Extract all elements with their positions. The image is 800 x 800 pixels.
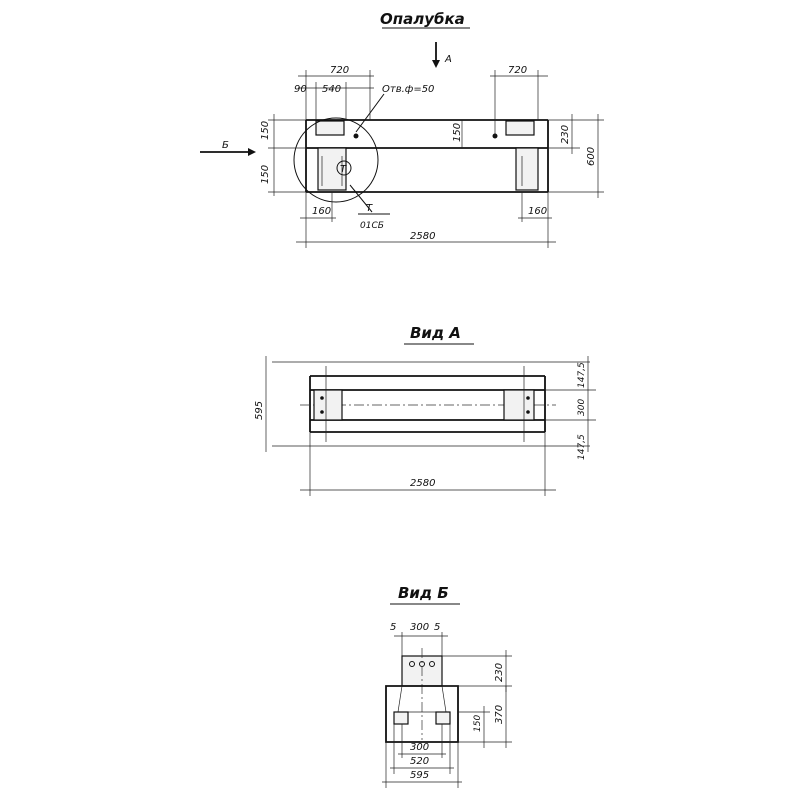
view-a-dim-middle: 300	[577, 399, 587, 416]
dim-bottom-right-160: 160	[528, 206, 547, 217]
view-b-dim-top-right-5: 5	[434, 622, 440, 633]
view-a-hole-icon-4	[526, 410, 530, 414]
view-a-right-block	[503, 389, 535, 421]
view-b-dim-bottom-595: 595	[410, 770, 429, 781]
view-a-left-block	[313, 389, 343, 421]
view-b-hole-icon-3	[429, 661, 435, 667]
dim-top-left-total: 720	[330, 65, 349, 76]
hole-label: Отв.ф=50	[382, 84, 434, 95]
left-hole-icon	[353, 133, 359, 139]
formwork-title: Опалубка	[380, 10, 465, 28]
view-a-title: Вид А	[410, 324, 461, 342]
dim-left-upper: 150	[260, 121, 271, 140]
view-b-inner-profile	[397, 685, 447, 713]
view-b-dim-right-370: 370	[494, 705, 505, 724]
view-a-dim-height: 595	[254, 401, 265, 420]
view-b-left-foot	[393, 711, 409, 725]
view-a-arrowhead-icon	[432, 60, 440, 68]
view-b-arrowhead-icon	[248, 148, 256, 156]
view-a-hole-icon-1	[320, 396, 324, 400]
dim-top-right-total: 720	[508, 65, 527, 76]
dim-right-total: 600	[586, 147, 597, 166]
view-b-hole-icon-1	[409, 661, 415, 667]
view-a-marker: А	[444, 54, 452, 65]
dim-bottom-left-160: 160	[312, 206, 331, 217]
view-b-right-foot	[435, 711, 451, 725]
dim-length: 2580	[410, 231, 435, 242]
dim-top-left-small: 90	[294, 84, 307, 95]
view-b-dim-top-left-5: 5	[390, 622, 396, 633]
callout-t-mark: Т	[366, 203, 373, 214]
left-lower-block	[317, 147, 347, 191]
view-b-title: Вид Б	[398, 584, 449, 602]
formwork-view: Опалубка А Б Т Т 01СБ От	[200, 10, 604, 248]
view-b-dim-right-150: 150	[473, 715, 483, 732]
t-marker-letter: Т	[340, 164, 347, 175]
view-b-dim-right-230: 230	[494, 663, 505, 682]
callout-ref: 01СБ	[360, 221, 384, 231]
view-a-dim-bottom-edge: 147,5	[577, 434, 587, 460]
right-lower-block	[515, 147, 539, 191]
view-b-dim-top-300: 300	[410, 622, 429, 633]
left-top-block	[315, 120, 345, 136]
view-b: Вид Б 5 300 5 230 370 150	[382, 584, 512, 788]
callout-leader	[349, 184, 373, 213]
t-marker-circle	[336, 160, 352, 176]
callout-circle	[293, 117, 379, 203]
dim-top-left-mid: 540	[322, 84, 341, 95]
view-a-dim-top-edge: 147,5	[577, 362, 587, 388]
view-b-dim-bottom-520: 520	[410, 756, 429, 767]
right-top-block	[505, 120, 535, 136]
view-a: Вид А 595 147,5 300 147,5	[254, 324, 596, 496]
view-a-dim-length: 2580	[410, 478, 435, 489]
view-a-hole-icon-3	[526, 396, 530, 400]
dim-right-230: 230	[560, 125, 571, 144]
dim-left-lower: 150	[260, 165, 271, 184]
view-b-dim-bottom-300: 300	[410, 742, 429, 753]
view-b-marker: Б	[222, 140, 229, 151]
dim-inner-150: 150	[452, 123, 463, 142]
view-a-hole-icon-2	[320, 410, 324, 414]
